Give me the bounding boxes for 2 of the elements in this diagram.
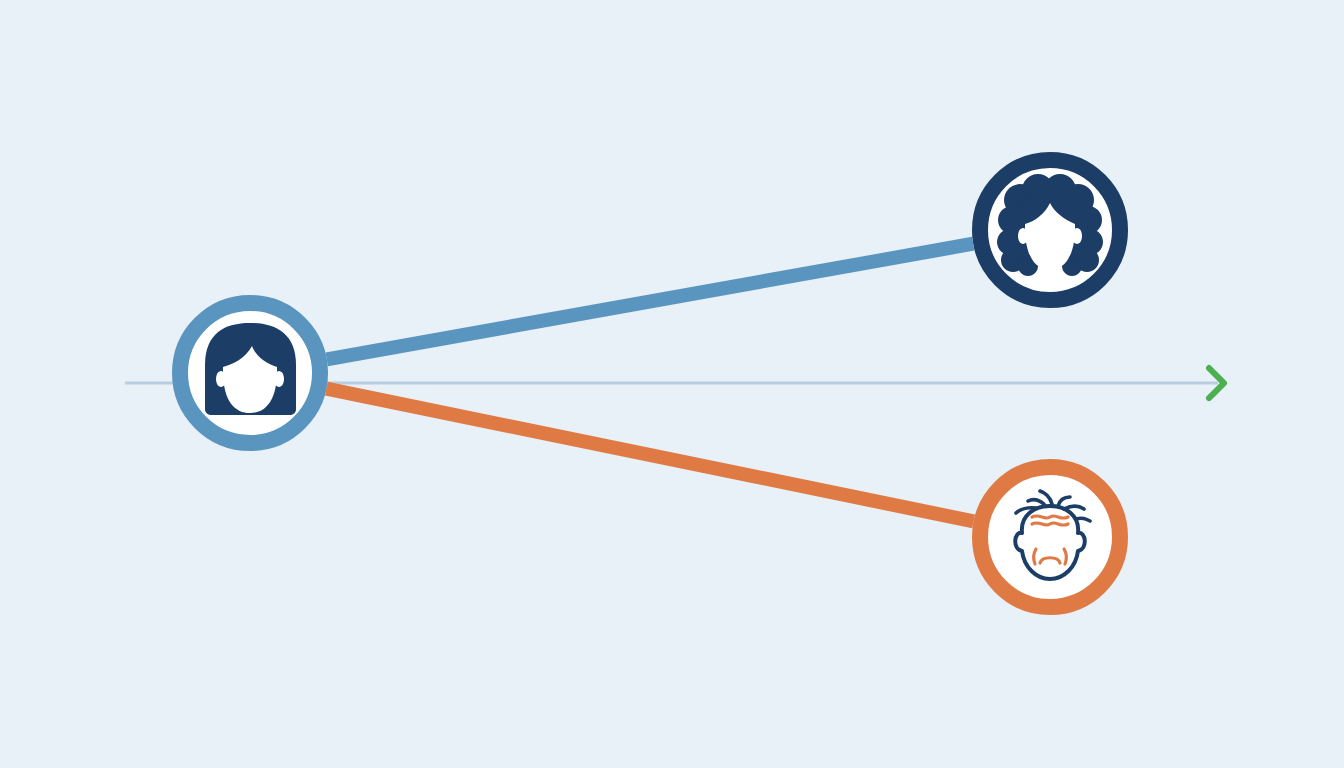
connector-line xyxy=(325,236,975,367)
connector-line xyxy=(325,381,975,529)
